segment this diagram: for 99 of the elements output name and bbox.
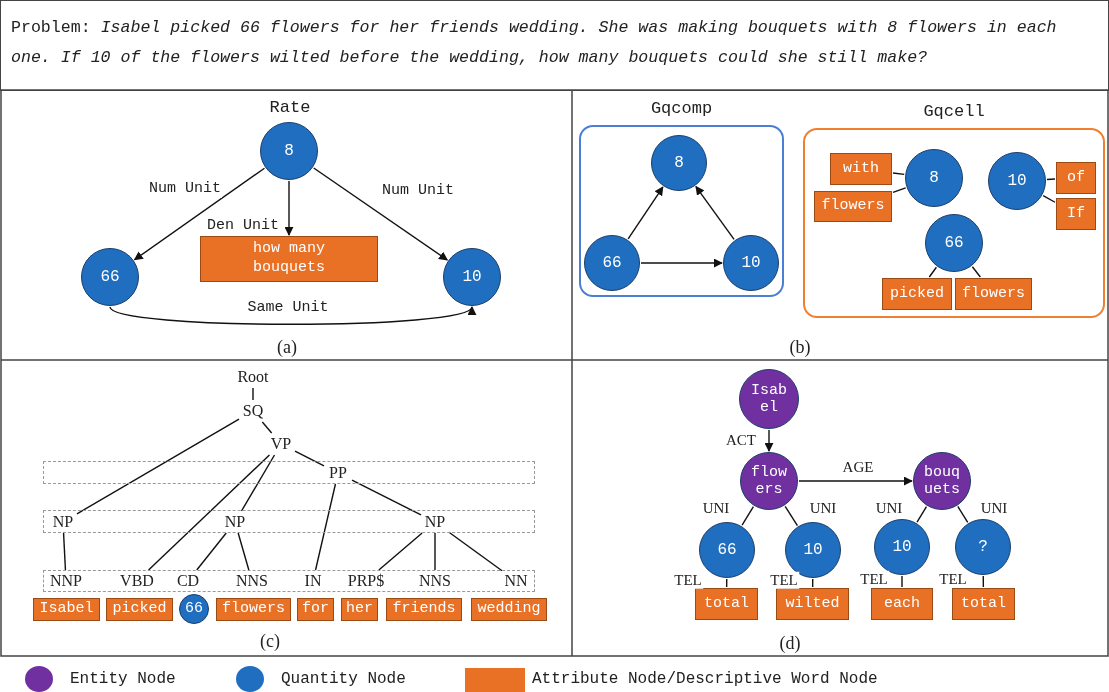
parse-tag: IN bbox=[303, 571, 323, 591]
parse-tag: PP bbox=[325, 463, 351, 483]
connector-line bbox=[1042, 194, 1056, 203]
arrow bbox=[640, 258, 723, 268]
connector-line bbox=[725, 578, 728, 588]
connector-line bbox=[928, 266, 938, 278]
legend-label: Entity Node bbox=[70, 670, 176, 688]
arrow bbox=[284, 180, 294, 236]
connector-line bbox=[261, 421, 273, 434]
group-title: Gqcomp bbox=[649, 99, 714, 118]
legend-label: Attribute Node/Descriptive Word Node bbox=[532, 670, 878, 688]
parse-tag: NNP bbox=[48, 571, 84, 591]
entity-node: flowers bbox=[740, 452, 798, 510]
legend-label: Quantity Node bbox=[281, 670, 406, 688]
attribute-node: flowers bbox=[955, 278, 1032, 310]
arrow bbox=[627, 186, 664, 240]
connector-line bbox=[448, 531, 503, 572]
panel-label: (b) bbox=[789, 336, 811, 358]
connector-line bbox=[378, 532, 423, 571]
parse-tag: SQ bbox=[240, 401, 266, 421]
parse-tag: NP bbox=[50, 512, 76, 532]
quantity-node: 66 bbox=[925, 214, 983, 272]
parse-tag: PRP$ bbox=[345, 571, 387, 591]
connector-line bbox=[811, 578, 814, 588]
dashed-frame bbox=[43, 510, 535, 533]
connector-line bbox=[314, 483, 337, 571]
connector-line bbox=[62, 532, 67, 571]
attribute-node: flowers bbox=[216, 598, 291, 621]
problem-statement: Problem: Isabel picked 66 flowers for her friends wedding. She was making bouquets with 8 flowers in each one. If 10 of the flowers wilted before the wedding, how many bouquets could she still make? bbox=[0, 0, 1109, 91]
connector-line bbox=[892, 187, 907, 194]
quantity-node: 66 bbox=[179, 594, 209, 624]
parse-tag: VP bbox=[268, 434, 294, 454]
attribute-node: with bbox=[830, 153, 892, 185]
connector-line bbox=[76, 418, 240, 515]
panel-label: (a) bbox=[277, 336, 297, 358]
attribute-node: flowers bbox=[814, 191, 892, 222]
attribute-node: total bbox=[695, 588, 758, 620]
node-text: 8 bbox=[284, 141, 294, 161]
connector-line bbox=[957, 505, 969, 524]
parse-tag: NN bbox=[503, 571, 529, 591]
attribute-node: wedding bbox=[471, 598, 547, 621]
connector-line bbox=[741, 505, 755, 526]
parse-tag: NP bbox=[222, 512, 248, 532]
connector-line bbox=[196, 532, 227, 571]
arrow bbox=[133, 167, 266, 261]
attribute-node: picked bbox=[882, 278, 952, 310]
attribute-node: her bbox=[341, 598, 378, 621]
dashed-frame bbox=[43, 570, 535, 592]
quantity-node: 10 bbox=[443, 248, 501, 306]
attribute-node: total bbox=[952, 588, 1015, 620]
connector-line bbox=[252, 387, 254, 401]
panel-label: (c) bbox=[260, 630, 280, 652]
arrow bbox=[764, 429, 774, 452]
entity-node: Isabel bbox=[739, 369, 799, 429]
node-caption: Rate bbox=[268, 97, 312, 119]
arrow bbox=[695, 185, 735, 241]
connector-line bbox=[916, 505, 928, 523]
arrow bbox=[313, 167, 449, 261]
parse-tag: NP bbox=[422, 512, 448, 532]
attribute-node: friends bbox=[386, 598, 462, 621]
entity-node: bouquets bbox=[913, 452, 971, 510]
parse-tag: NNS bbox=[417, 571, 453, 591]
attribute-node: Isabel bbox=[33, 598, 100, 621]
panel-label: (d) bbox=[779, 632, 801, 654]
attribute-node: picked bbox=[106, 598, 173, 621]
connector-line bbox=[147, 454, 271, 571]
connector-line bbox=[982, 575, 985, 588]
connector-line bbox=[1046, 178, 1056, 181]
quantity-node: 8 bbox=[651, 135, 707, 191]
connector-line bbox=[294, 450, 325, 467]
parse-tag: VBD bbox=[119, 571, 155, 591]
attribute-node: how many bouquets bbox=[200, 236, 378, 282]
group-title: Gqcell bbox=[922, 102, 986, 121]
quantity-node: 10 bbox=[723, 235, 779, 291]
attribute-node: of bbox=[1056, 162, 1096, 194]
quantity-node: 8 bbox=[905, 149, 963, 207]
quantity-node: 66 bbox=[699, 522, 755, 578]
connector-line bbox=[237, 532, 250, 571]
arrow bbox=[798, 476, 913, 486]
connector-line bbox=[784, 505, 799, 527]
dashed-frame bbox=[43, 461, 535, 484]
quantity-node: 66 bbox=[81, 248, 139, 306]
connector-line bbox=[351, 479, 422, 516]
attribute-node: wilted bbox=[776, 588, 849, 620]
parse-tag: CD bbox=[176, 571, 200, 591]
attribute-node: for bbox=[297, 598, 334, 621]
quantity-node: 66 bbox=[584, 235, 640, 291]
attribute-node: If bbox=[1056, 198, 1096, 230]
attribute-node: each bbox=[871, 588, 933, 620]
connector-line bbox=[434, 532, 436, 571]
parse-tag: Root bbox=[234, 367, 272, 387]
connector-line bbox=[901, 575, 903, 588]
quantity-node: 10 bbox=[874, 519, 930, 575]
connector-line bbox=[971, 266, 982, 278]
parse-tag: NNS bbox=[234, 571, 270, 591]
connector-line bbox=[240, 454, 276, 512]
quantity-node: ? bbox=[955, 519, 1011, 575]
connector-line bbox=[892, 172, 905, 176]
quantity-node: 10 bbox=[988, 152, 1046, 210]
